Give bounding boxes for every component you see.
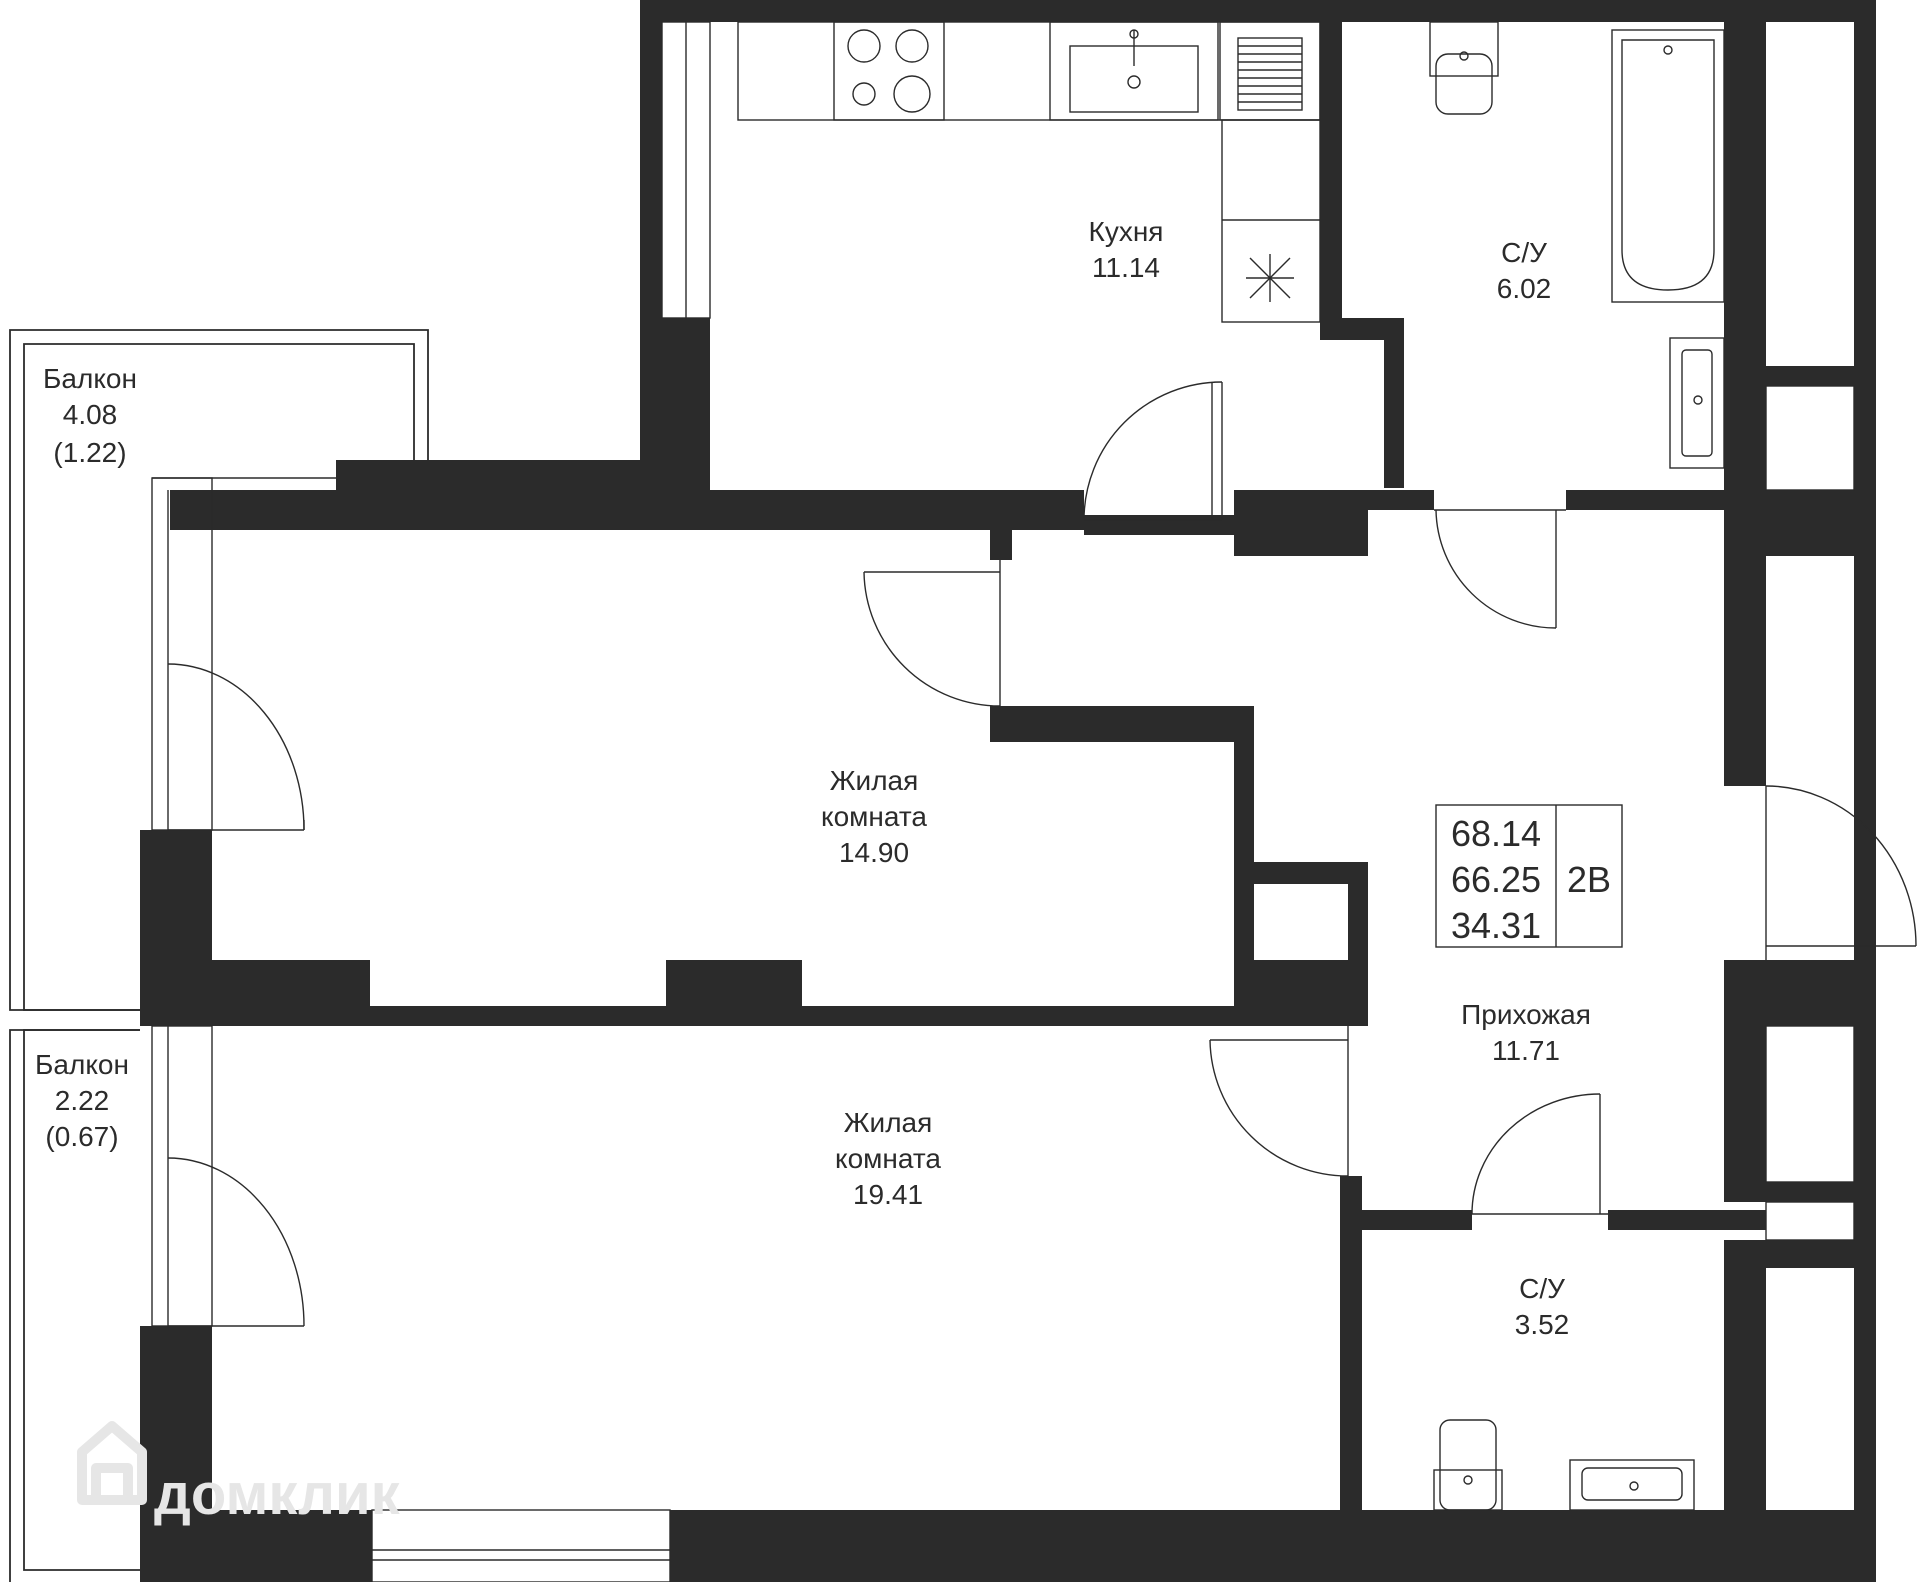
room-area: 4.08: [63, 399, 118, 430]
door-balcony-2: [167, 1157, 305, 1327]
room-name-line2: комната: [835, 1143, 941, 1174]
room-balcony-bottom: Балкон 2.22 (0.67): [35, 1049, 129, 1152]
balcony-outlines: [9, 329, 429, 1582]
toilet-icon: [1429, 21, 1499, 115]
room-name: С/У: [1519, 1273, 1565, 1304]
door-living-1: [863, 560, 1001, 707]
room-name: Балкон: [43, 363, 137, 394]
room-area: 11.71: [1492, 1035, 1560, 1066]
door-kitchen: [1083, 381, 1223, 521]
room-kitchen: Кухня 11.14: [1089, 216, 1164, 283]
door-entrance: [1765, 785, 1917, 960]
door-balcony-1: [167, 663, 305, 831]
room-living-1: Жилая комната 14.90: [821, 765, 927, 868]
bathroom-bottom-fixtures: [1433, 1419, 1695, 1511]
doors: [167, 381, 1917, 1327]
kitchen-sink-icon: [1049, 21, 1219, 121]
room-area: 6.02: [1497, 273, 1552, 304]
room-reduced-area: (0.67): [45, 1121, 118, 1152]
kitchen-furniture: [737, 21, 1321, 323]
room-area: 19.41: [853, 1179, 923, 1210]
door-bath-top: [1434, 509, 1566, 629]
room-bath-top: С/У 6.02: [1497, 237, 1552, 304]
room-labels: Кухня 11.14 С/У 6.02 Балкон 4.08 (1.22) …: [35, 216, 1591, 1340]
room-hallway: Прихожая 11.71: [1461, 999, 1591, 1066]
room-bath-bottom: С/У 3.52: [1515, 1273, 1570, 1340]
room-reduced-area: (1.22): [53, 437, 126, 468]
room-area: 14.90: [839, 837, 909, 868]
room-area: 2.22: [55, 1085, 110, 1116]
room-area: 11.14: [1092, 252, 1160, 283]
room-living-2: Жилая комната 19.41: [835, 1107, 941, 1210]
room-area: 3.52: [1515, 1309, 1570, 1340]
room-name-line1: Жилая: [830, 765, 919, 796]
total-area: 68.14: [1451, 813, 1541, 854]
home-logo-icon: [77, 1421, 147, 1505]
bathroom-top-fixtures: [1429, 21, 1725, 469]
living-area: 34.31: [1451, 905, 1541, 946]
stove-icon: [833, 21, 945, 121]
room-name: С/У: [1501, 237, 1547, 268]
boiler-icon: [1246, 254, 1294, 302]
window-frames: [151, 21, 1855, 1582]
bathroom-sink-icon: [1669, 337, 1725, 469]
room-name: Балкон: [35, 1049, 129, 1080]
apartment-summary: 68.14 66.25 34.31 2В: [1435, 804, 1623, 948]
apartment-type: 2В: [1567, 859, 1611, 900]
toilet-icon: [1433, 1419, 1503, 1511]
room-name: Кухня: [1089, 216, 1164, 247]
walls: [140, 0, 1876, 1582]
watermark: домклик: [77, 1421, 401, 1527]
door-bath-bottom: [1471, 1093, 1608, 1215]
dishwasher-icon: [1219, 21, 1321, 121]
door-living-2: [1209, 1026, 1349, 1177]
room-name-line2: комната: [821, 801, 927, 832]
watermark-text: домклик: [154, 1462, 401, 1527]
bathroom-sink-icon: [1569, 1459, 1695, 1511]
bathtub-icon: [1611, 29, 1725, 303]
room-balcony-top: Балкон 4.08 (1.22): [43, 363, 137, 468]
area-without-balconies: 66.25: [1451, 859, 1541, 900]
room-name: Прихожая: [1461, 999, 1591, 1030]
room-name-line1: Жилая: [844, 1107, 933, 1138]
